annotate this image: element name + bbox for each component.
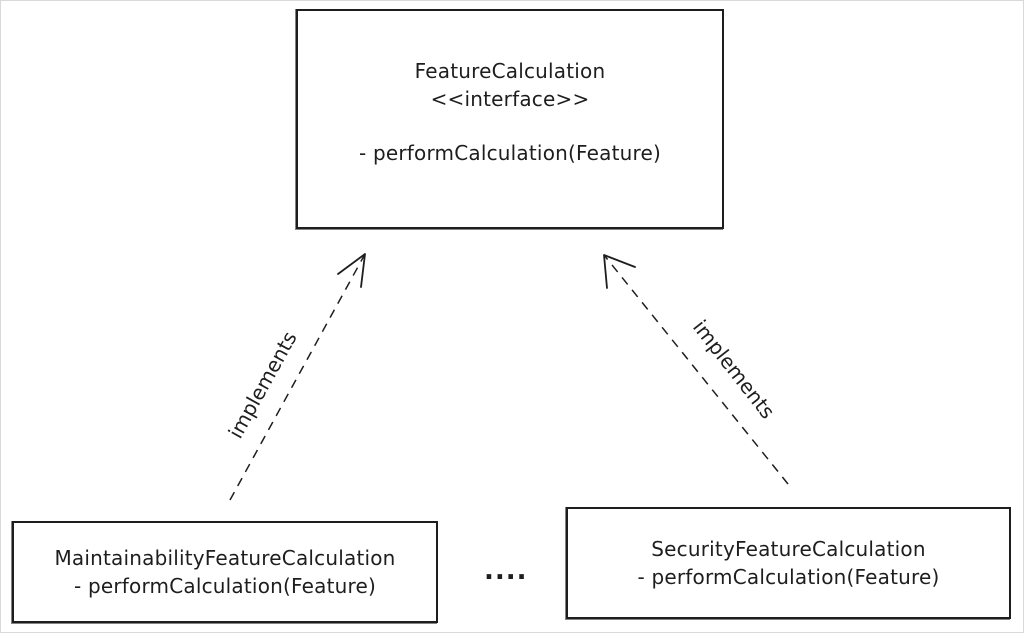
interface-box[interactable]: FeatureCalculation <<interface>> - perfo… bbox=[295, 9, 724, 230]
interface-name: FeatureCalculation bbox=[414, 59, 606, 83]
maintainability-class-box[interactable]: MaintainabilityFeatureCalculation - perf… bbox=[11, 521, 438, 624]
right-implements-label: implements bbox=[688, 315, 780, 423]
left-dashed-line bbox=[229, 253, 366, 501]
left-arrowhead bbox=[337, 253, 366, 288]
right-arrowhead bbox=[603, 254, 636, 289]
security-class-box[interactable]: SecurityFeatureCalculation - performCalc… bbox=[565, 507, 1011, 620]
left-implements-label: implements bbox=[223, 327, 301, 442]
more-implementations-ellipsis: .... bbox=[484, 556, 528, 586]
maintainability-class-name: MaintainabilityFeatureCalculation bbox=[54, 546, 396, 570]
left-implements-arrow[interactable]: implements bbox=[223, 253, 366, 501]
interface-stereotype: <<interface>> bbox=[430, 87, 590, 111]
maintainability-class-method: - performCalculation(Feature) bbox=[74, 574, 376, 598]
right-dashed-line bbox=[603, 254, 789, 485]
right-implements-arrow[interactable]: implements bbox=[603, 254, 789, 485]
interface-method: - performCalculation(Feature) bbox=[359, 141, 661, 165]
security-class-method: - performCalculation(Feature) bbox=[637, 565, 940, 589]
security-class-name: SecurityFeatureCalculation bbox=[651, 537, 926, 561]
